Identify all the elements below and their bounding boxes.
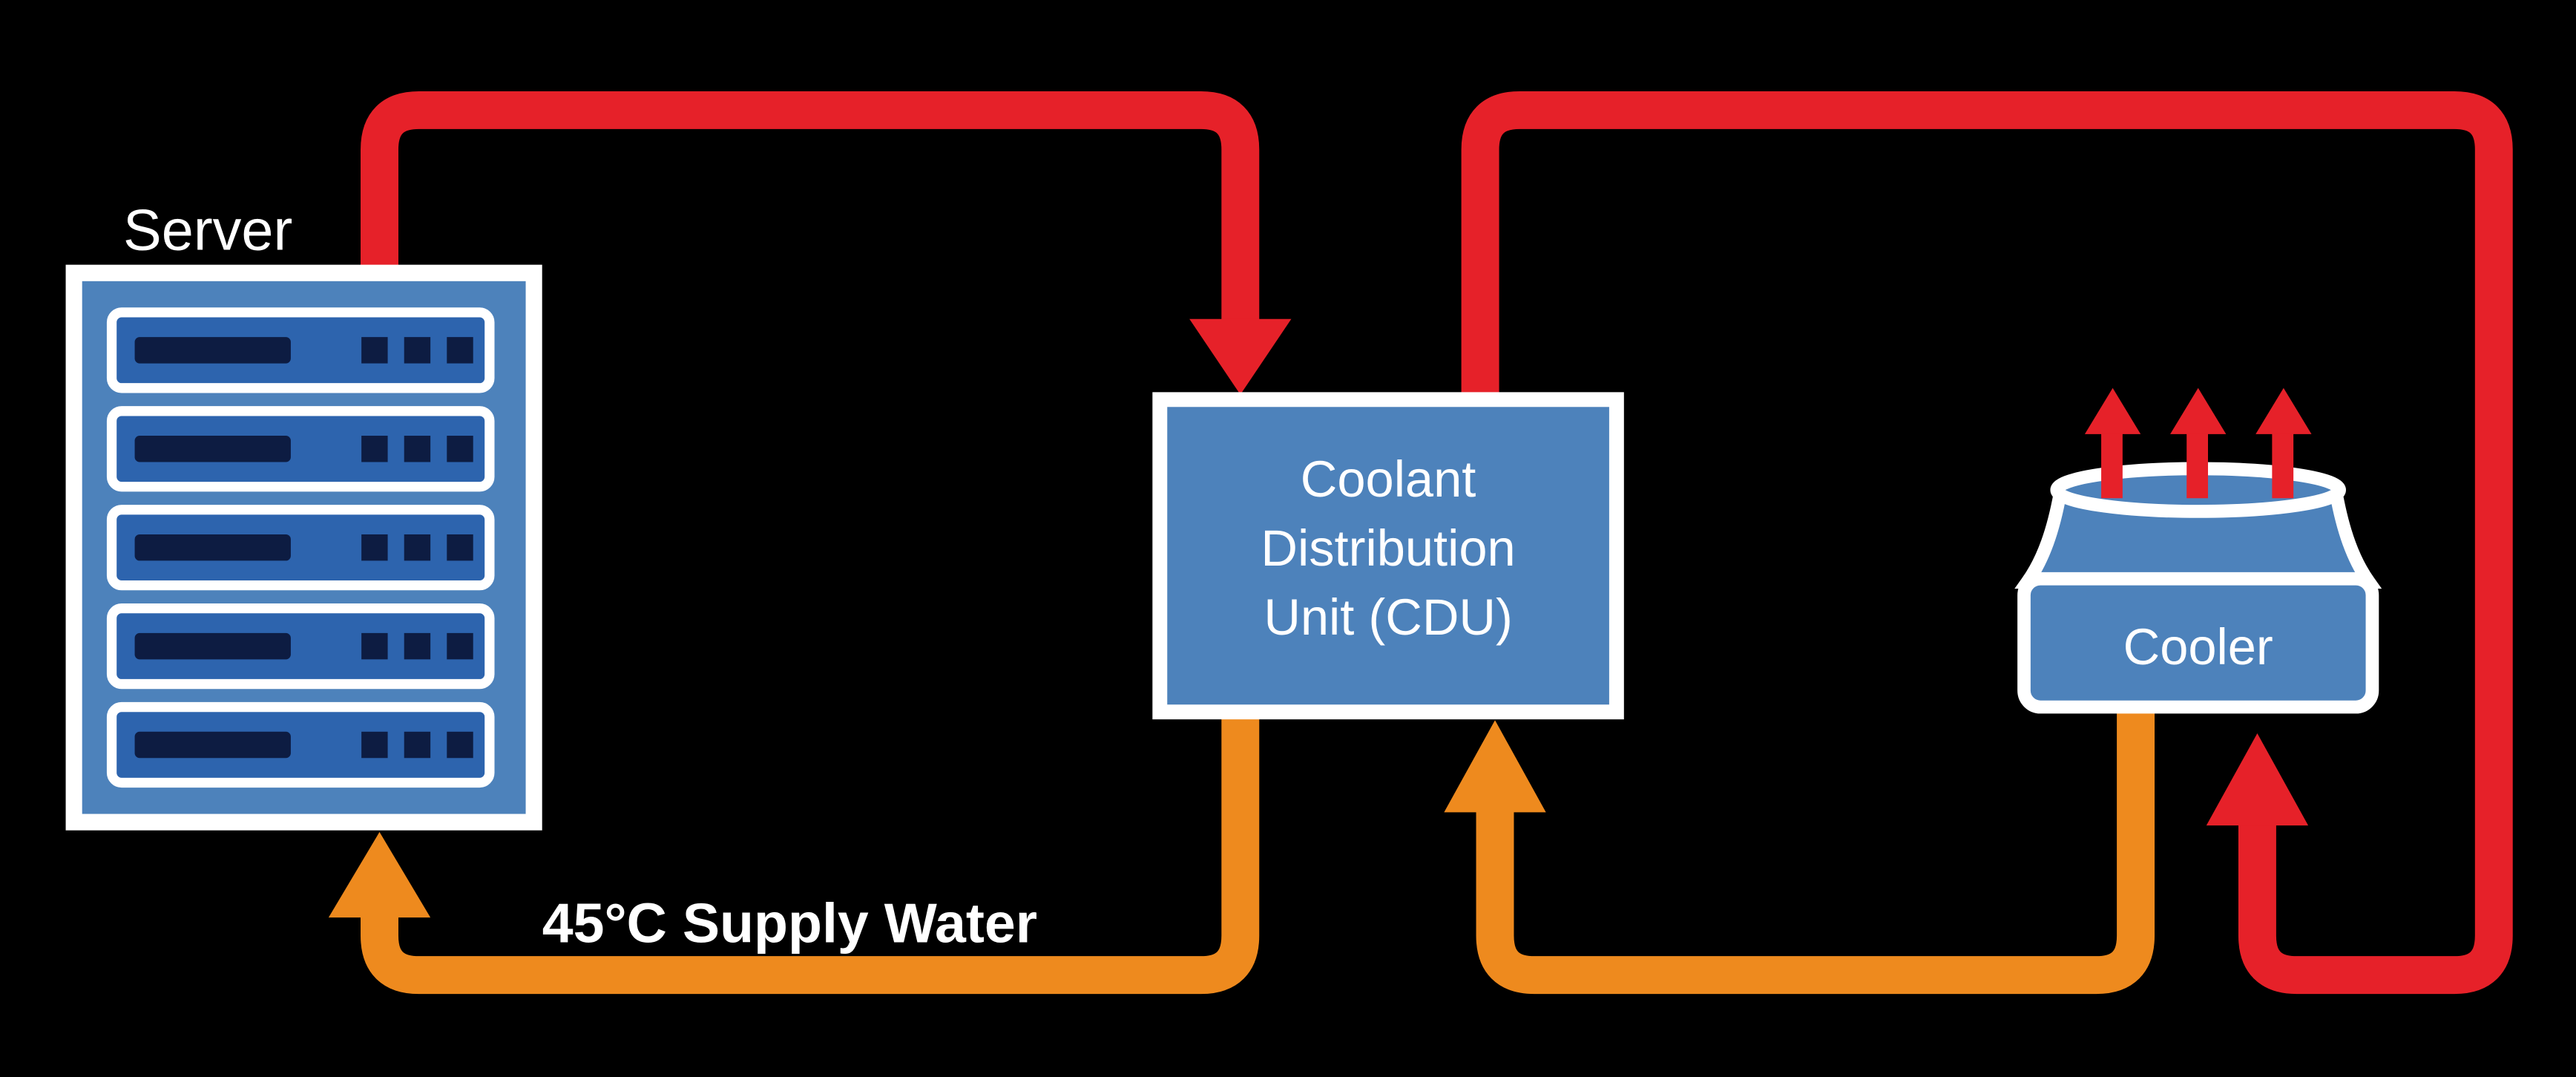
server-unit — [112, 609, 490, 684]
arrow-down-icon — [1189, 318, 1292, 395]
cooler-label: Cooler — [2123, 618, 2273, 675]
hot-pipe-path — [1461, 91, 2513, 995]
arrow-up-icon — [1444, 720, 1546, 813]
arrow-up-icon — [328, 831, 431, 918]
heat-arrow-shaft — [2101, 431, 2123, 499]
server-label: Server — [123, 199, 292, 263]
supply-water-label: 45°C Supply Water — [542, 891, 1037, 954]
heat-arrow-shaft — [2186, 431, 2208, 499]
arrow-up-icon — [2170, 387, 2227, 434]
hot-pipe-cdu-to-cooler — [1461, 91, 2513, 995]
arrow-up-icon — [2255, 387, 2312, 434]
supply-pipe-path — [1476, 690, 2155, 995]
cdu-node: Coolant Distribution Unit (CDU) — [1152, 392, 1624, 720]
cdu-label-line2: Distribution — [1261, 520, 1515, 577]
server-unit — [112, 707, 490, 783]
arrow-up-icon — [2206, 733, 2309, 826]
supply-pipe-cdu-to-server — [328, 690, 1260, 995]
supply-pipe-path — [361, 690, 1260, 995]
heat-arrow-shaft — [2272, 431, 2294, 499]
hot-pipe-path — [361, 91, 1260, 323]
server-unit — [112, 510, 490, 586]
hot-pipe-server-to-cdu — [361, 91, 1292, 395]
cdu-label-line3: Unit (CDU) — [1264, 589, 1512, 646]
heat-exhaust-arrows — [2084, 387, 2312, 499]
supply-pipe-cooler-to-cdu — [1444, 690, 2155, 995]
cooler-node: Cooler — [2014, 387, 2382, 714]
server-unit — [112, 312, 490, 388]
cdu-label-line1: Coolant — [1301, 451, 1476, 508]
cdu-body — [1152, 392, 1624, 720]
server-node — [65, 264, 542, 831]
server-unit — [112, 411, 490, 487]
arrow-up-icon — [2084, 387, 2141, 434]
cooler-base — [2017, 572, 2379, 714]
